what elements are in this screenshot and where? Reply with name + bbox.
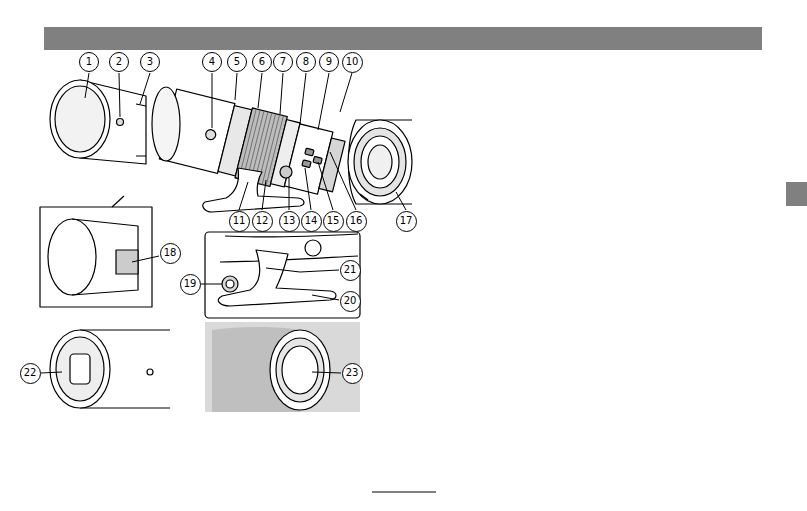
callout-circle: 8 — [296, 52, 316, 72]
callout-number: 3 — [147, 57, 153, 67]
callout-circle: 6 — [252, 52, 272, 72]
callout-circle: 3 — [140, 52, 160, 72]
callout-number: 19 — [184, 279, 197, 289]
callout-number: 11 — [233, 216, 246, 226]
callout-circle: 1 — [79, 52, 99, 72]
callout-number: 12 — [256, 216, 269, 226]
callout-circle: 11 — [229, 211, 250, 232]
callout-circle: 2 — [109, 52, 129, 72]
callout-number: 5 — [234, 57, 240, 67]
callout-number: 8 — [303, 57, 309, 67]
callout-number: 10 — [346, 57, 359, 67]
callout-circle: 17 — [396, 211, 417, 232]
callout-number: 21 — [344, 265, 357, 275]
callout-circle: 5 — [227, 52, 247, 72]
callout-circle: 21 — [340, 260, 361, 281]
callout-circle: 22 — [20, 363, 41, 384]
callout-number: 7 — [280, 57, 286, 67]
callout-number: 15 — [327, 216, 340, 226]
callout-number: 16 — [350, 216, 363, 226]
callout-number: 9 — [326, 57, 332, 67]
callout-circle: 15 — [323, 211, 344, 232]
callout-circle: 16 — [346, 211, 367, 232]
callout-number: 4 — [209, 57, 215, 67]
callout-circle: 4 — [202, 52, 222, 72]
callout-number: 13 — [283, 216, 296, 226]
callout-circle: 9 — [319, 52, 339, 72]
callout-circle: 18 — [160, 243, 181, 264]
callout-circle: 23 — [342, 363, 363, 384]
callout-number: 14 — [305, 216, 318, 226]
callout-circle: 10 — [342, 52, 363, 73]
callout-circle: 20 — [340, 291, 361, 312]
callout-number: 1 — [86, 57, 92, 67]
callout-number: 17 — [400, 216, 413, 226]
callout-circle: 7 — [273, 52, 293, 72]
callout-number: 22 — [24, 368, 37, 378]
callout-circle: 13 — [279, 211, 300, 232]
callout-number: 2 — [116, 57, 122, 67]
callout-circle: 19 — [180, 274, 201, 295]
callout-number: 20 — [344, 296, 357, 306]
callout-circle: 12 — [252, 211, 273, 232]
callout-circle: 14 — [301, 211, 322, 232]
callout-number: 23 — [346, 368, 359, 378]
callout-number: 6 — [259, 57, 265, 67]
callout-number: 18 — [164, 248, 177, 258]
